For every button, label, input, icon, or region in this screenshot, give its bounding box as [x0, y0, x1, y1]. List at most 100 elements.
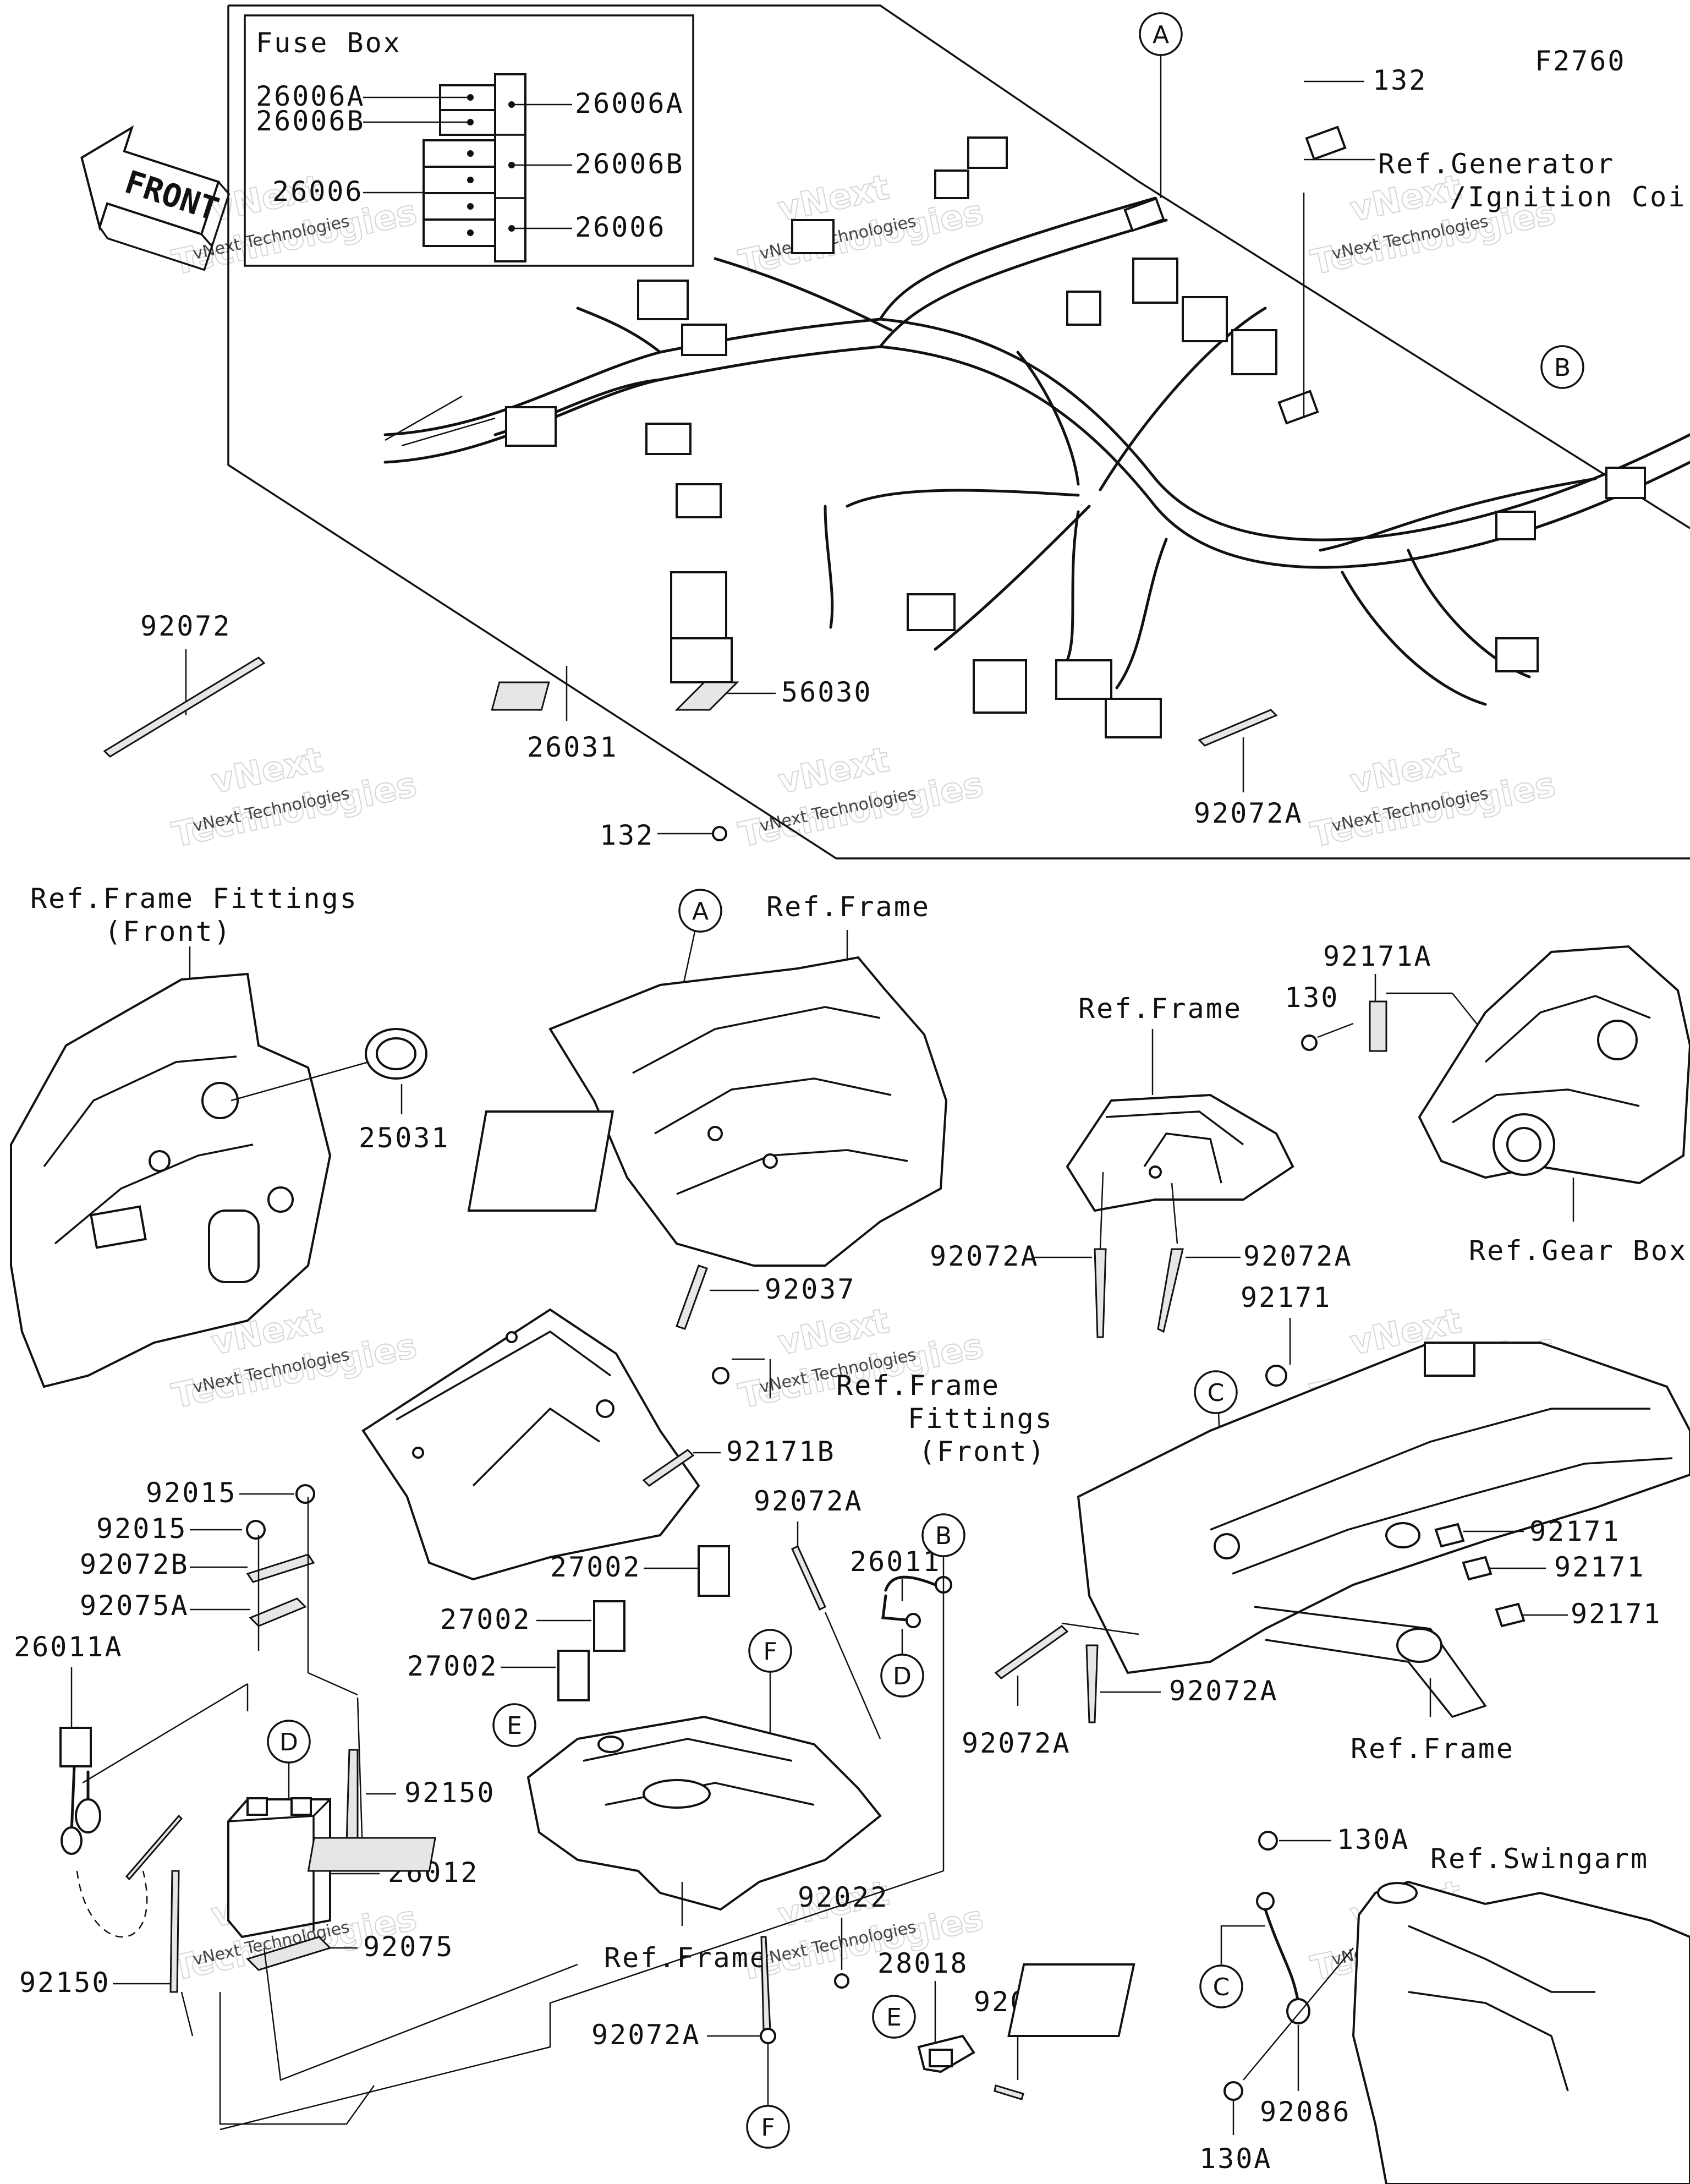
nut-92171-3: [1462, 1556, 1493, 1581]
watermark: vNext Technologies vNext Technologies: [734, 166, 987, 283]
sensor-28018: [917, 2034, 975, 2073]
label-92086: 92086: [1260, 2096, 1351, 2128]
frame-lower-panel: [361, 1308, 700, 1581]
frame-front-center: [467, 956, 948, 1267]
figure-code: F2760: [1535, 45, 1626, 77]
svg-text:C: C: [1213, 1973, 1230, 2001]
rod-92150-l: [169, 1870, 180, 1993]
nut-92171-1: [1265, 1365, 1287, 1387]
label-132-mid: 132: [600, 819, 654, 851]
callout-F-center: F: [748, 1629, 792, 1673]
label-130A-bottom: 130A: [1199, 2143, 1272, 2175]
label-92037: 92037: [765, 1273, 856, 1305]
svg-text:F: F: [763, 1638, 777, 1666]
nut-92015-2: [246, 1520, 266, 1540]
label-92022: 92022: [798, 1881, 889, 1913]
svg-text:A: A: [1153, 21, 1169, 49]
callout-E-lower: E: [872, 1995, 916, 2039]
svg-text:A: A: [692, 897, 709, 926]
label-92072A-r1: 92072A: [930, 1240, 1039, 1272]
callout-A-top: A: [1139, 12, 1183, 56]
speed-sensor-92086: [1256, 1892, 1310, 2024]
svg-text:F: F: [761, 2114, 775, 2142]
nut-92171-4: [1495, 1602, 1526, 1628]
label-27002-2: 27002: [440, 1603, 531, 1635]
label-130: 130: [1285, 982, 1339, 1014]
label-92072B: 92072B: [80, 1548, 189, 1580]
svg-text:B: B: [935, 1522, 952, 1550]
watermark: vNext Technologies vNext Technologies: [734, 738, 987, 856]
label-92015-2: 92015: [96, 1513, 188, 1545]
bolt-132-mid: [712, 826, 727, 841]
fuse-box-title: Fuse Box: [256, 27, 402, 59]
frame-fittings-front-left: [10, 972, 332, 1388]
fuse-label-left-26006: 26006: [272, 176, 364, 207]
frame-rail-right: [1077, 1342, 1690, 1718]
cable-tie-92171B: [642, 1449, 695, 1487]
callout-C-lower: C: [1199, 1964, 1243, 2008]
svg-text:D: D: [893, 1662, 912, 1690]
label-ref-generator: Ref.Generator: [1378, 148, 1615, 180]
harness-group-outline-edges: [227, 6, 1690, 860]
callout-F-lower: F: [746, 2105, 790, 2149]
cable-stub: [125, 1814, 183, 1881]
bolt-130A-bottom: [1223, 2081, 1243, 2101]
nut-92015-1: [295, 1484, 315, 1504]
fuse-label-right-26006B: 26006B: [575, 148, 684, 180]
clip-92039: [994, 2084, 1024, 2100]
label-ref-frame-fittings: Ref.Frame Fittings: [30, 883, 358, 915]
label-132-top: 132: [1373, 64, 1427, 96]
cable-tie-92072A-r1: [1094, 1248, 1107, 1338]
fuse-label-left-26006B: 26006B: [256, 105, 365, 137]
svg-text:C: C: [1208, 1379, 1225, 1407]
label-ref-frame-fittings-b1: Ref.Frame: [836, 1370, 1000, 1402]
label-ref-swingarm: Ref.Swingarm: [1430, 1843, 1649, 1875]
label-25031: 25031: [359, 1122, 450, 1154]
label-92171-top: 92171: [1241, 1282, 1332, 1313]
callout-D-lower: D: [880, 1654, 924, 1698]
label-92171-r4: 92171: [1571, 1598, 1662, 1630]
main-wiring-harness: [383, 125, 1690, 738]
fuse-label-left-26006A: 26006A: [256, 80, 365, 112]
washer-92022: [834, 1973, 849, 1989]
label-ref-frame-fittings-b3: (Front): [919, 1436, 1046, 1468]
front-arrow: FRONT: [80, 125, 231, 271]
callout-C-frame: C: [1194, 1370, 1238, 1414]
label-26011A: 26011A: [14, 1631, 123, 1663]
label-92171-r2: 92171: [1529, 1515, 1621, 1547]
gear-box: [1418, 945, 1690, 1185]
swingarm: [1007, 1880, 1690, 2184]
cable-tie-92072A-r4: [1085, 1644, 1099, 1723]
label-130A-top: 130A: [1337, 1824, 1409, 1855]
label-28018: 28018: [877, 1947, 969, 1979]
relay-27002-1: [698, 1545, 730, 1597]
callout-E-center: E: [492, 1703, 536, 1747]
fuse-label-right-26006: 26006: [575, 211, 666, 243]
label-92072A-center: 92072A: [754, 1485, 863, 1517]
strip-92037: [676, 1265, 708, 1330]
label-26031: 26031: [527, 731, 618, 763]
label-92171-r3: 92171: [1554, 1551, 1645, 1583]
label-92072A-top: 92072A: [1194, 797, 1303, 829]
label-ref-frame-fittings-front: (Front): [105, 916, 232, 948]
callout-A-mid: A: [678, 889, 722, 933]
bolt-130A-top: [1258, 1831, 1278, 1851]
label-56030: 56030: [781, 676, 873, 708]
relay-27002-2: [593, 1600, 625, 1652]
label-92072A-r2: 92072A: [1243, 1240, 1353, 1272]
label-ref-frame-lower-right: Ref.Frame: [1351, 1733, 1515, 1765]
bolt-130: [1301, 1034, 1318, 1051]
frame-bracket-right: [1066, 1093, 1294, 1212]
pad-92075: [246, 1936, 332, 1971]
label-ref-frame-right: Ref.Frame: [1078, 993, 1242, 1025]
clip-92171B-bolt: [712, 1367, 729, 1384]
rod-92150-r: [345, 1749, 359, 1851]
callout-B-lower: B: [921, 1513, 965, 1557]
pad-92075A: [249, 1597, 307, 1627]
label-92072A-r3: 92072A: [962, 1727, 1071, 1759]
label-ref-frame-fittings-b2: Fittings: [908, 1403, 1053, 1435]
label-ref-frame-mid: Ref.Frame: [766, 891, 930, 923]
label-92150-r: 92150: [404, 1777, 496, 1809]
label-26011: 26011: [850, 1546, 941, 1578]
label-92075A: 92075A: [80, 1590, 189, 1622]
